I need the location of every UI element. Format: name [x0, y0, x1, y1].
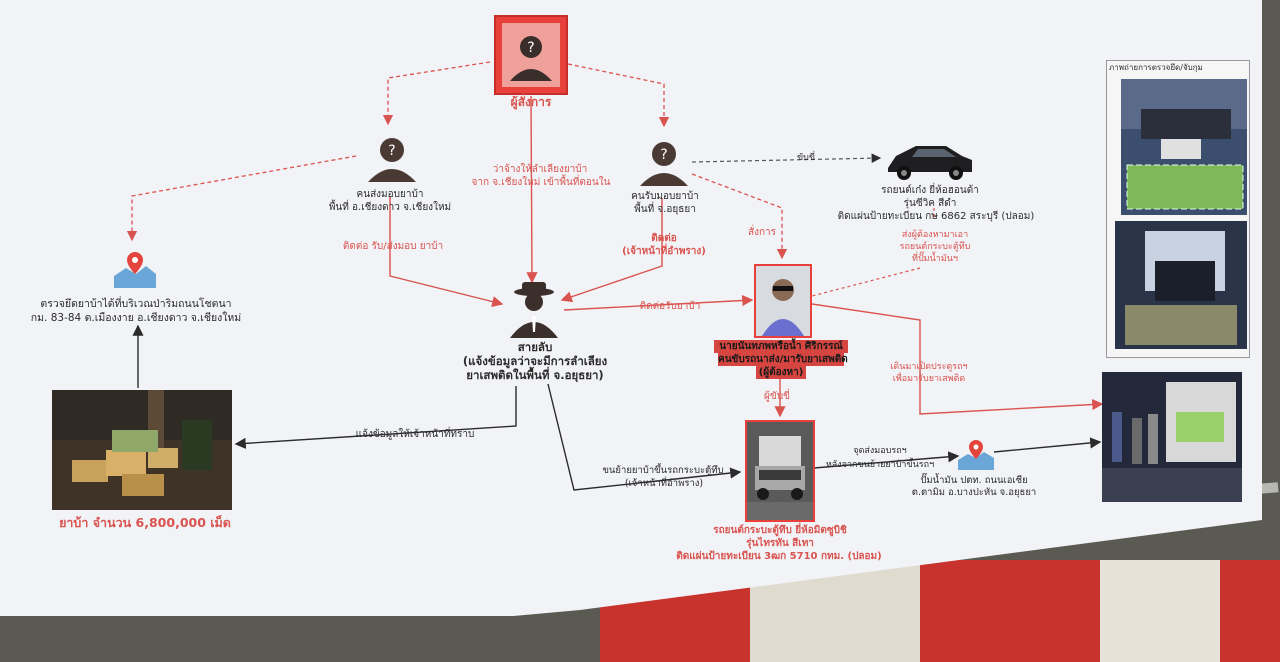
- unknown-person-icon: ?: [502, 23, 560, 87]
- edge-label-contact-receiver: ติดต่อ: [651, 233, 677, 244]
- edge-boss-informant: [526, 95, 538, 284]
- edge-label-load-2: (เจ้าหน้าที่อำพราง): [624, 478, 704, 489]
- black-car-line1: รถยนต์เก๋ง ยี่ห้อฮอนด้า: [881, 185, 979, 196]
- edge-label-load-1: ขนย้ายยาบ้าขึ้นรถกระบะตู้ทึบ: [602, 465, 724, 476]
- map-pin-icon: [114, 252, 156, 288]
- informant-title: สายลับ: [517, 340, 553, 354]
- edge-station-photo: [993, 437, 1102, 453]
- black-car-line3: ติดแผ่นป้ายทะเบียน กษ 6862 สระบุรี (ปลอม…: [837, 211, 1035, 222]
- edge-receiver-suspect: [691, 173, 788, 260]
- gallery-panel: ภาพถ่ายการตรวจยึด/จับกุม: [1106, 60, 1250, 358]
- edge-receiver-informant: [560, 198, 663, 303]
- drugs-label: ยาบ้า จำนวน 6,800,000 เม็ด: [59, 515, 231, 530]
- edge-label-hire: ว่าจ้างให้ลำเลียงยาบ้า: [492, 164, 588, 175]
- edge-informant-suspect: [563, 294, 754, 311]
- seizure-location-line2: กม. 83-84 ต.เมืองงาย อ.เชียงดาว จ.เชียงใ…: [30, 312, 242, 324]
- informant-icon: [510, 282, 558, 338]
- edge-label-contact-receiver-2: (เจ้าหน้าที่อำพราง): [622, 246, 706, 257]
- receiver-name: คนรับมอบยาบ้า: [631, 191, 699, 202]
- edge-label-contact-pickup: ติดต่อรับยาบ้า: [639, 301, 701, 312]
- informant-desc-2: ยาเสพติดในพื้นที่ จ.อยุธยา): [466, 368, 604, 382]
- pickup-line3: ติดแผ่นป้ายทะเบียน 3ฒก 5710 กทม. (ปลอม): [676, 551, 882, 562]
- curb-stripe: [1100, 560, 1220, 662]
- edge-label-command: สั่งการ: [747, 227, 777, 238]
- drugs-scene: [52, 390, 232, 510]
- edge-label-hire-2: จาก จ.เชียงใหม่ เข้าพื้นที่ตอนใน: [471, 177, 611, 188]
- svg-text:?: ?: [388, 143, 395, 159]
- drugs-photo: [52, 390, 232, 510]
- pickup-photo: [745, 420, 815, 522]
- car-note-2: รถยนต์กระบะตู้ทึบ: [899, 242, 971, 252]
- edge-pickup-station: [813, 451, 960, 469]
- pickup-truck-scene: [747, 422, 813, 520]
- edge-sender-informant: [389, 196, 504, 308]
- unknown-person-icon: ?: [640, 142, 688, 186]
- black-car-line2: รุ่นซีวิค สีดำ: [903, 198, 957, 209]
- informant-desc-1: (แจ้งข้อมูลว่าจะมีการลำเลียง: [462, 354, 608, 368]
- sender-name: คนส่งมอบยาบ้า: [356, 189, 424, 200]
- edge-suspect-photo: [811, 303, 1104, 415]
- black-car-icon: [888, 146, 972, 180]
- gallery-photo-2: [1115, 221, 1247, 349]
- edge-receiver-car: [691, 153, 882, 163]
- edge-label-park-1: จุดส่งมอบรถฯ: [853, 446, 907, 456]
- edge-label-drive: ขับขี่: [796, 153, 816, 163]
- edge-informant-drugs: [234, 386, 517, 449]
- arrest-scene: [1102, 372, 1242, 502]
- edge-note-suspect: [811, 267, 921, 297]
- edge-label-driver: ผู้ขับขี่: [764, 391, 790, 402]
- svg-text:?: ?: [660, 147, 667, 163]
- suspect-name: นายนันทภพหรือน้ำ ศิริกรรณ์: [714, 340, 848, 353]
- gas-station-line2: ต.ตามิม อ.บางปะหัน จ.อยุธยา: [911, 487, 1037, 498]
- unknown-person-icon: ?: [368, 138, 416, 182]
- svg-text:?: ?: [527, 40, 534, 56]
- gallery-photo-seizure: [1121, 79, 1247, 215]
- edge-sender-location: [126, 155, 357, 242]
- suspect-role: คนขับรถนาส่ง/มารับยาเสพติด: [718, 353, 848, 366]
- receiver-area: พื้นที่ จ.อยุธยา: [634, 204, 696, 215]
- edge-boss-sender: [382, 61, 491, 126]
- pickup-line2: รุ่นไทรทัน สีเทา: [746, 538, 814, 549]
- map-pin-icon: [958, 440, 994, 470]
- edge-boss-receiver: [567, 63, 670, 128]
- open-note-2: เพื่อมารับยาเสพติด: [892, 374, 966, 384]
- gallery-photo-arrest: [1115, 221, 1247, 349]
- gallery-photo-1: [1121, 79, 1247, 215]
- gas-station-line1: ปั๊มน้ำมัน ปตท. ถนนเอเชีย: [920, 475, 1028, 486]
- edge-informant-pickup: [547, 383, 742, 491]
- car-note-1: ส่งผู้ต้องหามาเอา: [901, 230, 969, 240]
- arrest-photo: [1102, 372, 1242, 502]
- edge-label-park-2: หลังจากขนย้ายยาบ้าขึ้นรถฯ: [825, 460, 935, 470]
- curb-stripe: [1220, 560, 1280, 662]
- poster-board: ? ผู้สั่งการ ? คนส่งมอบยาบ้า พื้นที่ อ.เ…: [0, 0, 1262, 616]
- seizure-location-line1: ตรวจยึดยาบ้าได้ที่บริเวณป่าริมถนนโชตนา: [40, 298, 232, 310]
- suspect-portrait: [756, 266, 810, 336]
- suspect-photo: [754, 264, 812, 338]
- boss-box: ?: [494, 15, 568, 95]
- pickup-line1: รถยนต์กระบะตู้ทึบ ยี่ห้อมิตซูบิชิ: [713, 525, 847, 536]
- curb-stripe: [920, 560, 1100, 662]
- sender-area: พื้นที่ อ.เชียงดาว จ.เชียงใหม่: [328, 202, 452, 213]
- suspect-status: (ผู้ต้องหา): [756, 366, 806, 379]
- edge-label-contact-sender: ติดต่อ รับ/ส่งมอบ ยาบ้า: [342, 241, 444, 252]
- gallery-title: ภาพถ่ายการตรวจยึด/จับกุม: [1109, 63, 1203, 72]
- edge-label-inform: แจ้งข้อมูลให้เจ้าหน้าที่ทราบ: [355, 429, 475, 440]
- open-note-1: เดินมาเปิดประตูรถฯ: [890, 362, 968, 372]
- boss-label: ผู้สั่งการ: [510, 95, 552, 109]
- car-note-3: ที่ปั๊มน้ำมันฯ: [912, 254, 958, 264]
